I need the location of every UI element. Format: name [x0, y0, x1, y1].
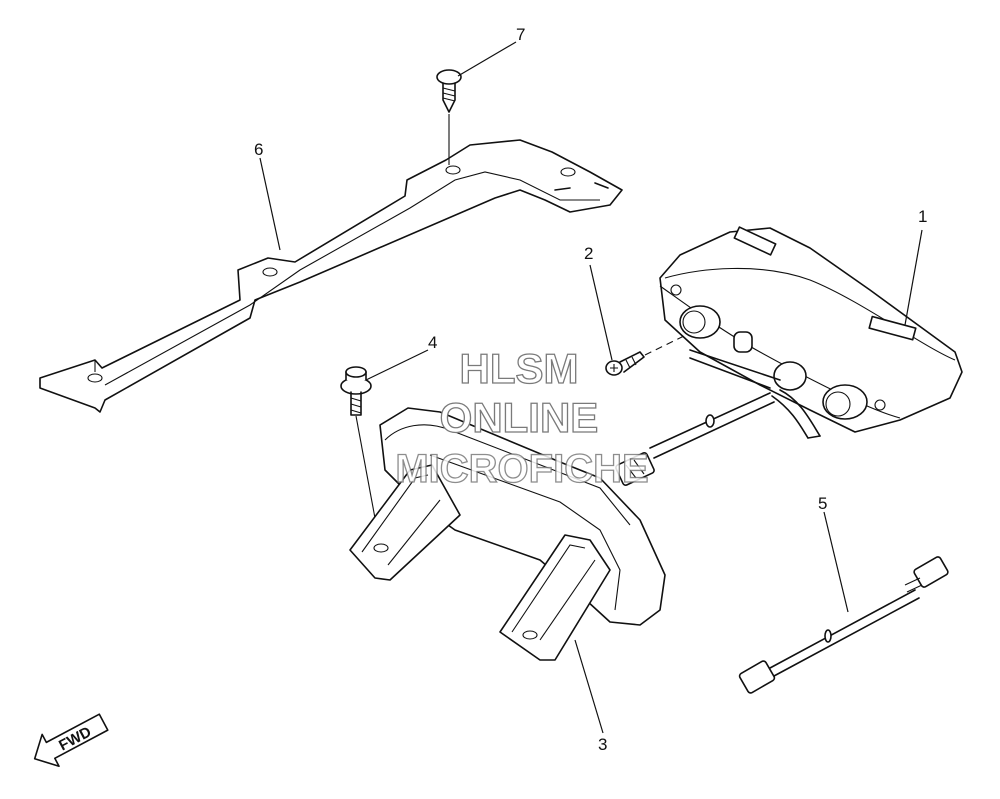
leader-3: [574, 639, 604, 734]
callout-3: 3: [598, 735, 607, 754]
part-6-bracket[interactable]: [39, 139, 623, 413]
watermark-line-1: HLSM: [460, 345, 579, 392]
leader-5: [823, 511, 849, 613]
part-2-screw[interactable]: [605, 333, 689, 376]
callout-6: 6: [254, 140, 263, 159]
tail-light-harness[interactable]: [615, 392, 775, 486]
callout-1: 1: [918, 207, 927, 226]
part-4-bolt[interactable]: [340, 366, 381, 546]
leader-2: [589, 264, 613, 361]
callout-5: 5: [818, 494, 827, 513]
leader-7: [457, 41, 517, 77]
watermark-line-3: MICROFICHE: [395, 447, 648, 491]
part-7-screw[interactable]: [436, 69, 462, 165]
callout-4: 4: [428, 333, 437, 352]
leader-1: [904, 229, 923, 326]
fwd-arrow-icon: FWD: [33, 713, 109, 768]
part-1-tail-light[interactable]: [659, 226, 963, 439]
callout-7: 7: [516, 25, 525, 44]
callout-2: 2: [584, 244, 593, 263]
leader-4: [365, 349, 429, 381]
part-3-lower-bracket[interactable]: [349, 407, 666, 661]
part-5-sub-harness[interactable]: [738, 556, 949, 694]
watermark-line-2: ONLINE: [440, 394, 599, 441]
leader-6: [259, 157, 281, 251]
